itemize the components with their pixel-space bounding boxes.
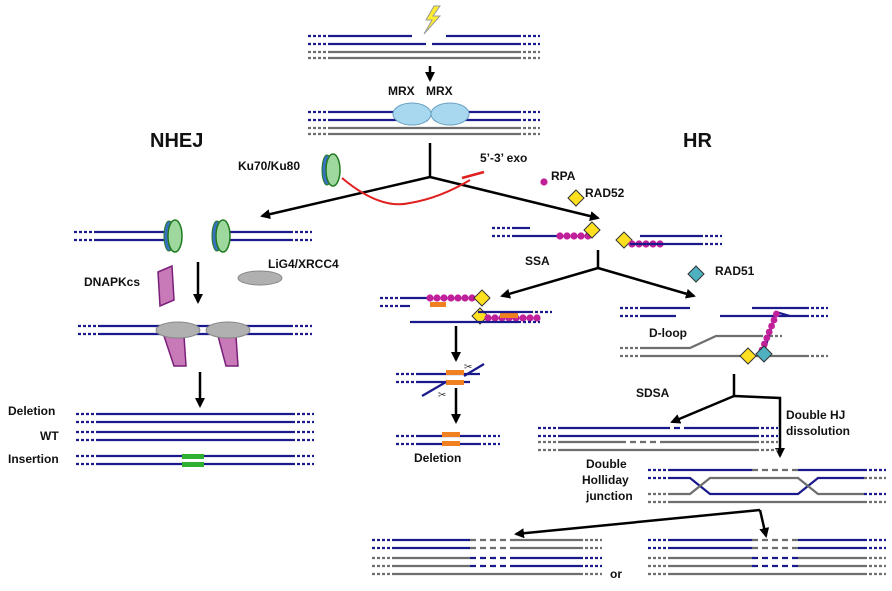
annealed-region xyxy=(446,380,464,385)
rpa-dot xyxy=(433,294,441,302)
rpa-dot xyxy=(540,178,548,186)
dloop-label: D-loop xyxy=(649,326,687,340)
rad51-diamond xyxy=(755,345,773,363)
repaired-region xyxy=(442,432,460,437)
wt-label: WT xyxy=(40,429,59,443)
ku-label: Ku70/Ku80 xyxy=(238,159,301,173)
annealed-region xyxy=(446,370,464,375)
double-hj-dissolution-label-2: dissolution xyxy=(786,424,850,438)
hr-title: HR xyxy=(683,130,712,152)
flap xyxy=(421,381,447,397)
rad52-diamond xyxy=(739,347,757,365)
arrow-to-double-hj xyxy=(733,394,785,458)
double-holliday-label-3: junction xyxy=(586,489,633,503)
rpa-dot xyxy=(526,314,534,322)
rad52-label: RAD52 xyxy=(585,186,625,200)
flap xyxy=(463,363,485,377)
dnapkcs-label: DNAPKcs xyxy=(84,275,141,289)
rpa-dot xyxy=(484,314,492,322)
rpa-dot xyxy=(447,294,455,302)
rad51-label: RAD51 xyxy=(715,264,755,278)
lig4-label: LiG4/XRCC4 xyxy=(268,257,339,271)
homology-region xyxy=(430,302,446,307)
arrow-to-sdsa xyxy=(670,394,735,424)
repaired-region xyxy=(442,441,460,446)
mrx-complex-left xyxy=(392,102,432,126)
arrow-to-hr xyxy=(429,175,600,221)
rpa-dot xyxy=(570,232,578,240)
mrx-complex-right xyxy=(430,102,470,126)
double-hj-dissolution-label-1: Double HJ xyxy=(786,408,846,422)
rad52-diamond xyxy=(615,231,633,249)
or-label: or xyxy=(610,567,622,581)
nhej-title: NHEJ xyxy=(150,130,204,152)
holliday-strand xyxy=(670,476,864,496)
mrx-right-label: MRX xyxy=(426,84,453,98)
homology-region xyxy=(500,313,518,318)
ligase-bound-right xyxy=(205,321,251,339)
dnapkcs-bound-left xyxy=(162,335,187,367)
deletion-nhej-label: Deletion xyxy=(8,404,56,418)
dnapkcs-shape xyxy=(157,264,175,308)
rpa-dot xyxy=(768,322,775,330)
holliday-strand xyxy=(670,476,864,496)
rpa-dot xyxy=(461,294,469,302)
rpa-dot xyxy=(577,232,585,240)
rpa-dot xyxy=(773,310,780,318)
insertion-segment xyxy=(182,462,204,467)
rpa-dot xyxy=(770,316,778,324)
rpa-dot xyxy=(563,232,571,240)
rad52-diamond xyxy=(583,221,601,239)
ssa-label: SSA xyxy=(525,254,550,268)
arrow-to-ssa xyxy=(500,266,599,299)
arrow-to-nhej xyxy=(260,175,431,220)
deletion-ssa-label: Deletion xyxy=(414,451,462,465)
rpa-dot xyxy=(426,294,434,302)
lightning-bolt-icon xyxy=(423,5,442,35)
arrow-outcome-left xyxy=(514,508,761,539)
ku80-subunit xyxy=(325,153,341,187)
arrow-outcome-right xyxy=(758,509,770,538)
dnapkcs-bound-right xyxy=(217,335,239,367)
rpa-dot xyxy=(556,232,564,240)
rpa-dot xyxy=(765,328,773,336)
arrow-to-dloop xyxy=(597,266,696,299)
scissors-icon: ✂ xyxy=(438,390,446,401)
scissors-icon: ✂ xyxy=(464,362,472,373)
rpa-dot xyxy=(454,294,462,302)
sdsa-label: SDSA xyxy=(636,386,670,400)
rpa-dot xyxy=(519,314,527,322)
exonuclease-path xyxy=(341,177,471,206)
d-loop-grey xyxy=(642,334,760,350)
ku80-subunit xyxy=(167,219,183,253)
mrx-left-label: MRX xyxy=(388,84,415,98)
rad52-diamond xyxy=(567,189,585,207)
insertion-segment xyxy=(182,454,204,459)
rad52-diamond xyxy=(473,289,491,307)
rpa-dot xyxy=(761,340,768,348)
lig4-xrcc4 xyxy=(237,270,283,286)
rad51-diamond xyxy=(687,265,705,283)
double-holliday-label-1: Double xyxy=(586,457,627,471)
rpa-dot xyxy=(491,314,499,322)
ku80-subunit xyxy=(215,219,231,253)
rpa-dot xyxy=(763,334,771,342)
rpa-dot xyxy=(533,314,541,322)
rpa-label: RPA xyxy=(551,169,576,183)
exo-label: 5’-3’ exo xyxy=(480,151,528,165)
double-holliday-label-2: Holliday xyxy=(582,473,629,487)
rpa-dot xyxy=(468,294,476,302)
rpa-dot xyxy=(440,294,448,302)
ligase-bound-left xyxy=(155,321,201,339)
exonuclease-bar xyxy=(461,170,485,180)
insertion-label: Insertion xyxy=(8,452,59,466)
